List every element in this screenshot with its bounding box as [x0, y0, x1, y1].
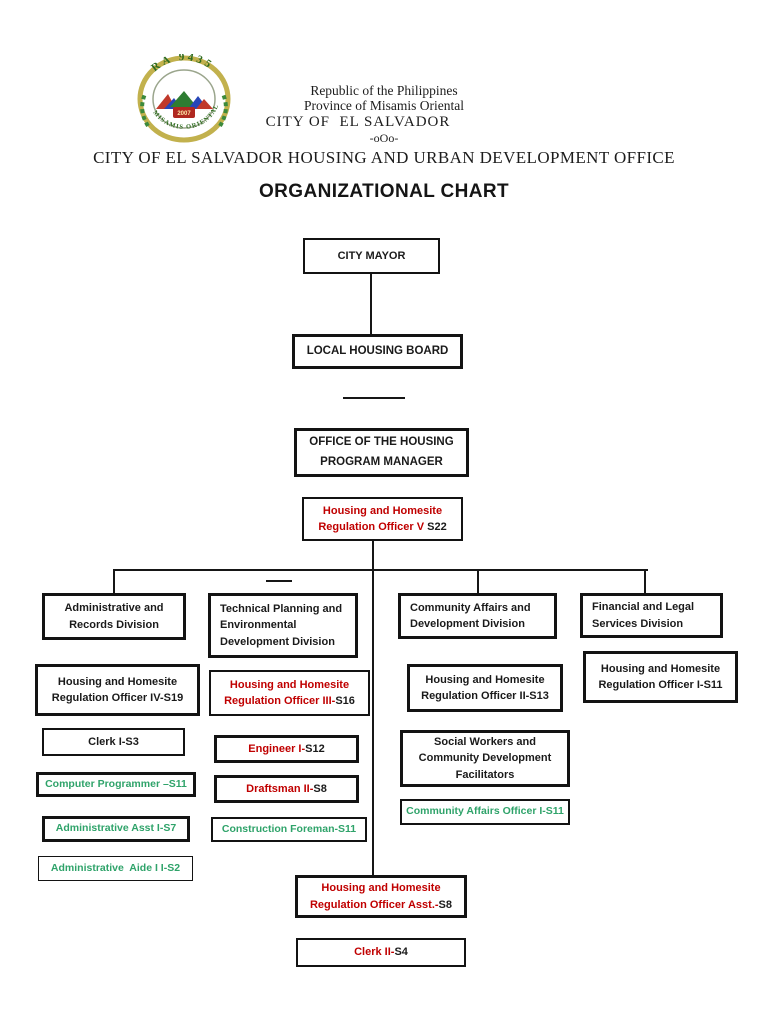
box-line: Records Division	[69, 618, 159, 631]
connector-drop-financial	[644, 569, 646, 594]
connector-drop-community	[477, 570, 479, 594]
box-label: Community Affairs Officer I-S11	[406, 805, 564, 818]
salary-grade: S4	[394, 946, 408, 959]
seal-laurel-left	[140, 93, 150, 128]
org-box-admin-records-division: Administrative and Records Division	[42, 593, 186, 640]
org-box-local-housing-board: LOCAL HOUSING BOARD	[292, 334, 463, 369]
box-label: Clerk II-S4	[354, 944, 408, 961]
org-box-clerk-i: Clerk I-S3	[42, 728, 185, 756]
org-box-community-affairs-officer: Community Affairs Officer I-S11	[400, 799, 570, 825]
seal-green-mountain	[170, 91, 197, 107]
org-box-hhro-v: Housing and Homesite Regulation Officer …	[302, 497, 463, 541]
box-line: Services Division	[592, 617, 684, 630]
box-line: Regulation Officer III-S16	[224, 693, 355, 710]
box-line: Social Workers and	[434, 735, 536, 748]
box-line: Administrative and	[64, 602, 164, 614]
org-box-hhro-asst: Housing and Homesite Regulation Officer …	[295, 875, 467, 918]
box-line: Development Division	[410, 618, 525, 630]
box-line: Regulation Officer V S22	[318, 519, 446, 536]
connector-mayor-board	[370, 274, 372, 335]
org-box-engineer-i: Engineer I-S12	[214, 735, 359, 763]
box-label: Administrative Aide I I-S2	[50, 861, 181, 874]
org-box-hhro-i: Housing and Homesite Regulation Officer …	[583, 651, 738, 703]
org-box-hhro-ii: Housing and Homesite Regulation Officer …	[407, 664, 563, 712]
org-box-hhro-iii: Housing and Homesite Regulation Officer …	[209, 670, 370, 716]
box-line: PROGRAM MANAGER	[320, 455, 443, 468]
connector-division-rail	[114, 569, 648, 571]
salary-grade: S8	[438, 898, 453, 911]
box-line: Regulation Officer II-S13	[421, 690, 549, 702]
box-label: Construction Foreman-S11	[221, 822, 357, 835]
org-box-technical-planning-division: Technical Planning and Environmental Dev…	[208, 593, 358, 658]
box-line: Development Division	[220, 635, 335, 648]
red-text: Regulation Officer III-	[224, 695, 336, 707]
org-box-clerk-ii: Clerk II-S4	[296, 938, 466, 967]
box-line: Regulation Officer I-S11	[598, 679, 723, 691]
letterhead-city: CITY OF EL SALVADOR	[265, 114, 451, 131]
box-line: Housing and Homesite	[229, 678, 350, 691]
box-label: Draftsman II-S8	[246, 781, 327, 798]
seal-year: 2007	[177, 111, 191, 117]
box-label: Computer Programmer –S11	[45, 777, 187, 790]
connector-central-spine	[372, 541, 374, 877]
box-line: Housing and Homesite	[322, 504, 443, 517]
box-line: Environmental	[220, 619, 297, 632]
org-box-draftsman-ii: Draftsman II-S8	[214, 775, 359, 803]
box-line: Regulation Officer IV-S19	[51, 692, 184, 704]
box-label: Administrative Asst I-S7	[55, 822, 177, 835]
org-box-administrative-asst: Administrative Asst I-S7	[42, 816, 190, 842]
seal-laurel-right	[218, 93, 228, 128]
seal-red-mountain-right	[196, 99, 213, 109]
red-text: Draftsman II-	[246, 782, 314, 795]
box-label: Engineer I-S12	[248, 741, 324, 758]
box-line: Housing and Homesite	[425, 673, 545, 686]
salary-grade: S12	[305, 742, 325, 755]
connector-dash-tech	[266, 580, 292, 582]
box-line: Facilitators	[455, 768, 515, 781]
box-line: Financial and Legal	[592, 601, 695, 613]
box-line: Community Development	[418, 752, 552, 765]
salary-grade: S22	[427, 521, 447, 533]
seal-pedestal	[173, 107, 195, 118]
letterhead-ooo: -oOo-	[369, 131, 399, 146]
org-box-social-workers: Social Workers and Community Development…	[400, 730, 570, 787]
box-line: Technical Planning and	[220, 602, 343, 615]
city-seal-logo: RA 9435 MISAMIS ORIENTAL 2007	[137, 54, 231, 143]
salary-grade: S8	[313, 782, 327, 795]
red-text: Regulation Officer Asst.-	[309, 898, 439, 911]
org-box-office-housing-program-manager: OFFICE OF THE HOUSING PROGRAM MANAGER	[294, 428, 469, 477]
connector-drop-admin	[113, 569, 115, 594]
org-box-community-affairs-division: Community Affairs and Development Divisi…	[398, 593, 557, 639]
letterhead: Republic of the Philippines Province of …	[0, 83, 768, 167]
salary-grade: S16	[335, 695, 355, 707]
letterhead-republic: Republic of the Philippines	[310, 83, 458, 98]
red-text: Engineer I-	[248, 742, 306, 755]
box-line: Housing and Homesite	[600, 662, 721, 675]
org-box-construction-foreman: Construction Foreman-S11	[211, 817, 367, 842]
box-line: Housing and Homesite	[321, 882, 441, 894]
box-label: CITY MAYOR	[337, 249, 406, 262]
org-box-financial-legal-division: Financial and Legal Services Division	[580, 593, 723, 638]
org-box-city-mayor: CITY MAYOR	[303, 238, 440, 274]
letterhead-office: CITY OF EL SALVADOR HOUSING AND URBAN DE…	[93, 148, 675, 168]
red-text: Regulation Officer V	[318, 521, 428, 533]
org-box-hhro-iv: Housing and Homesite Regulation Officer …	[35, 664, 200, 716]
box-line: Community Affairs and	[410, 601, 531, 614]
box-label: LOCAL HOUSING BOARD	[306, 344, 449, 357]
box-label: Clerk I-S3	[88, 735, 139, 748]
org-box-computer-programmer: Computer Programmer –S11	[36, 772, 196, 797]
letterhead-province: Province of Misamis Oriental	[303, 98, 465, 114]
box-line: Housing and Homesite	[57, 675, 178, 688]
connector-dash-board	[343, 397, 405, 399]
box-line: OFFICE OF THE HOUSING	[309, 435, 454, 448]
org-box-administrative-aide: Administrative Aide I I-S2	[38, 856, 193, 881]
page-title: ORGANIZATIONAL CHART	[258, 181, 510, 202]
box-line: Regulation Officer Asst.-S8	[310, 897, 452, 914]
red-text: Clerk II-	[354, 946, 395, 959]
